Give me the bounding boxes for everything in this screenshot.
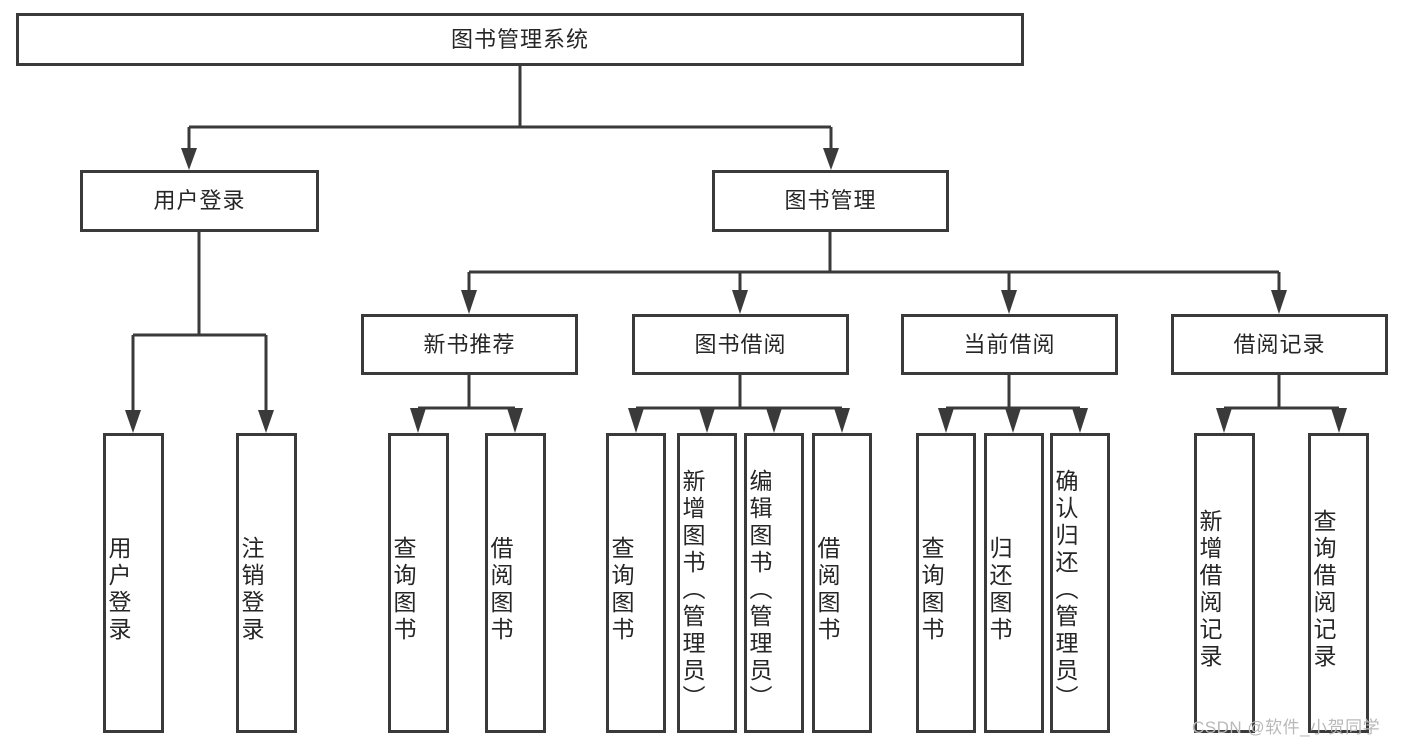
node-new-book-recommend[interactable]: 新书推荐 <box>361 314 578 375</box>
leaf-current-borrow-query[interactable]: 查询图书 <box>916 433 976 733</box>
node-borrow-record-label: 借阅记录 <box>1233 331 1326 357</box>
leaf-label: 用户登录 <box>105 536 131 644</box>
node-book-management[interactable]: 图书管理 <box>712 170 949 232</box>
arrow-record-leaf-1 <box>1216 408 1232 433</box>
arrow-to-current-borrow <box>1001 290 1017 314</box>
arrow-borrow-leaf-3 <box>766 408 782 433</box>
leaf-new-book-query[interactable]: 查询图书 <box>388 433 449 733</box>
arrow-current-leaf-3 <box>1072 408 1088 433</box>
leaf-borrow-record-add[interactable]: 新增借阅记录 <box>1194 433 1255 733</box>
node-new-book-recommend-label: 新书推荐 <box>423 331 516 357</box>
leaf-label: 新增图书（管理员） <box>679 468 705 712</box>
node-current-borrow[interactable]: 当前借阅 <box>901 314 1118 375</box>
leaf-current-borrow-return[interactable]: 归还图书 <box>984 433 1044 733</box>
leaf-label: 注销登录 <box>238 536 264 644</box>
leaf-label: 查询图书 <box>918 536 944 644</box>
node-root-label: 图书管理系统 <box>450 26 589 52</box>
leaf-borrow-record-query[interactable]: 查询借阅记录 <box>1308 433 1369 733</box>
watermark: CSDN @软件_小贺同学 <box>1192 718 1381 737</box>
arrow-current-leaf-1 <box>938 408 954 433</box>
leaf-label: 查询图书 <box>390 536 416 644</box>
node-user-login[interactable]: 用户登录 <box>80 170 319 232</box>
leaf-book-borrow-add[interactable]: 新增图书（管理员） <box>677 433 737 733</box>
arrow-to-user-login <box>181 148 197 170</box>
arrow-to-new-book <box>461 290 477 314</box>
arrow-to-book-borrow <box>732 290 748 314</box>
arrow-record-leaf-2 <box>1331 408 1347 433</box>
arrow-borrow-leaf-1 <box>628 408 644 433</box>
arrow-borrow-leaf-4 <box>834 408 850 433</box>
arrow-newbook-leaf-1 <box>410 408 426 433</box>
leaf-label: 确认归还（管理员） <box>1052 468 1078 712</box>
leaf-label: 借阅图书 <box>814 536 840 644</box>
arrow-user-leaf-2 <box>258 410 274 433</box>
arrow-user-leaf-1 <box>125 410 141 433</box>
leaf-label: 借阅图书 <box>487 536 513 644</box>
node-book-borrow[interactable]: 图书借阅 <box>632 314 849 375</box>
leaf-label: 编辑图书（管理员） <box>746 468 772 712</box>
leaf-label: 查询图书 <box>608 536 634 644</box>
leaf-user-login-logout[interactable]: 注销登录 <box>236 433 297 733</box>
leaf-label: 新增借阅记录 <box>1196 509 1222 671</box>
leaf-book-borrow-borrow[interactable]: 借阅图书 <box>812 433 872 733</box>
node-current-borrow-label: 当前借阅 <box>963 331 1056 357</box>
node-borrow-record[interactable]: 借阅记录 <box>1171 314 1388 375</box>
arrow-borrow-leaf-2 <box>699 408 715 433</box>
arrow-newbook-leaf-2 <box>507 408 523 433</box>
arrow-to-borrow-record <box>1271 290 1287 314</box>
leaf-current-borrow-confirm[interactable]: 确认归还（管理员） <box>1050 433 1110 733</box>
node-book-management-label: 图书管理 <box>784 188 877 214</box>
leaf-label: 归还图书 <box>986 536 1012 644</box>
leaf-new-book-borrow[interactable]: 借阅图书 <box>485 433 546 733</box>
node-book-borrow-label: 图书借阅 <box>694 331 787 357</box>
leaf-book-borrow-edit[interactable]: 编辑图书（管理员） <box>744 433 804 733</box>
leaf-user-login-login[interactable]: 用户登录 <box>103 433 164 733</box>
leaf-book-borrow-query[interactable]: 查询图书 <box>606 433 666 733</box>
node-root[interactable]: 图书管理系统 <box>16 13 1024 66</box>
leaf-label: 查询借阅记录 <box>1310 509 1336 671</box>
arrow-to-book-manage <box>823 148 839 170</box>
arrow-current-leaf-2 <box>1005 408 1021 433</box>
node-user-login-label: 用户登录 <box>153 188 246 214</box>
